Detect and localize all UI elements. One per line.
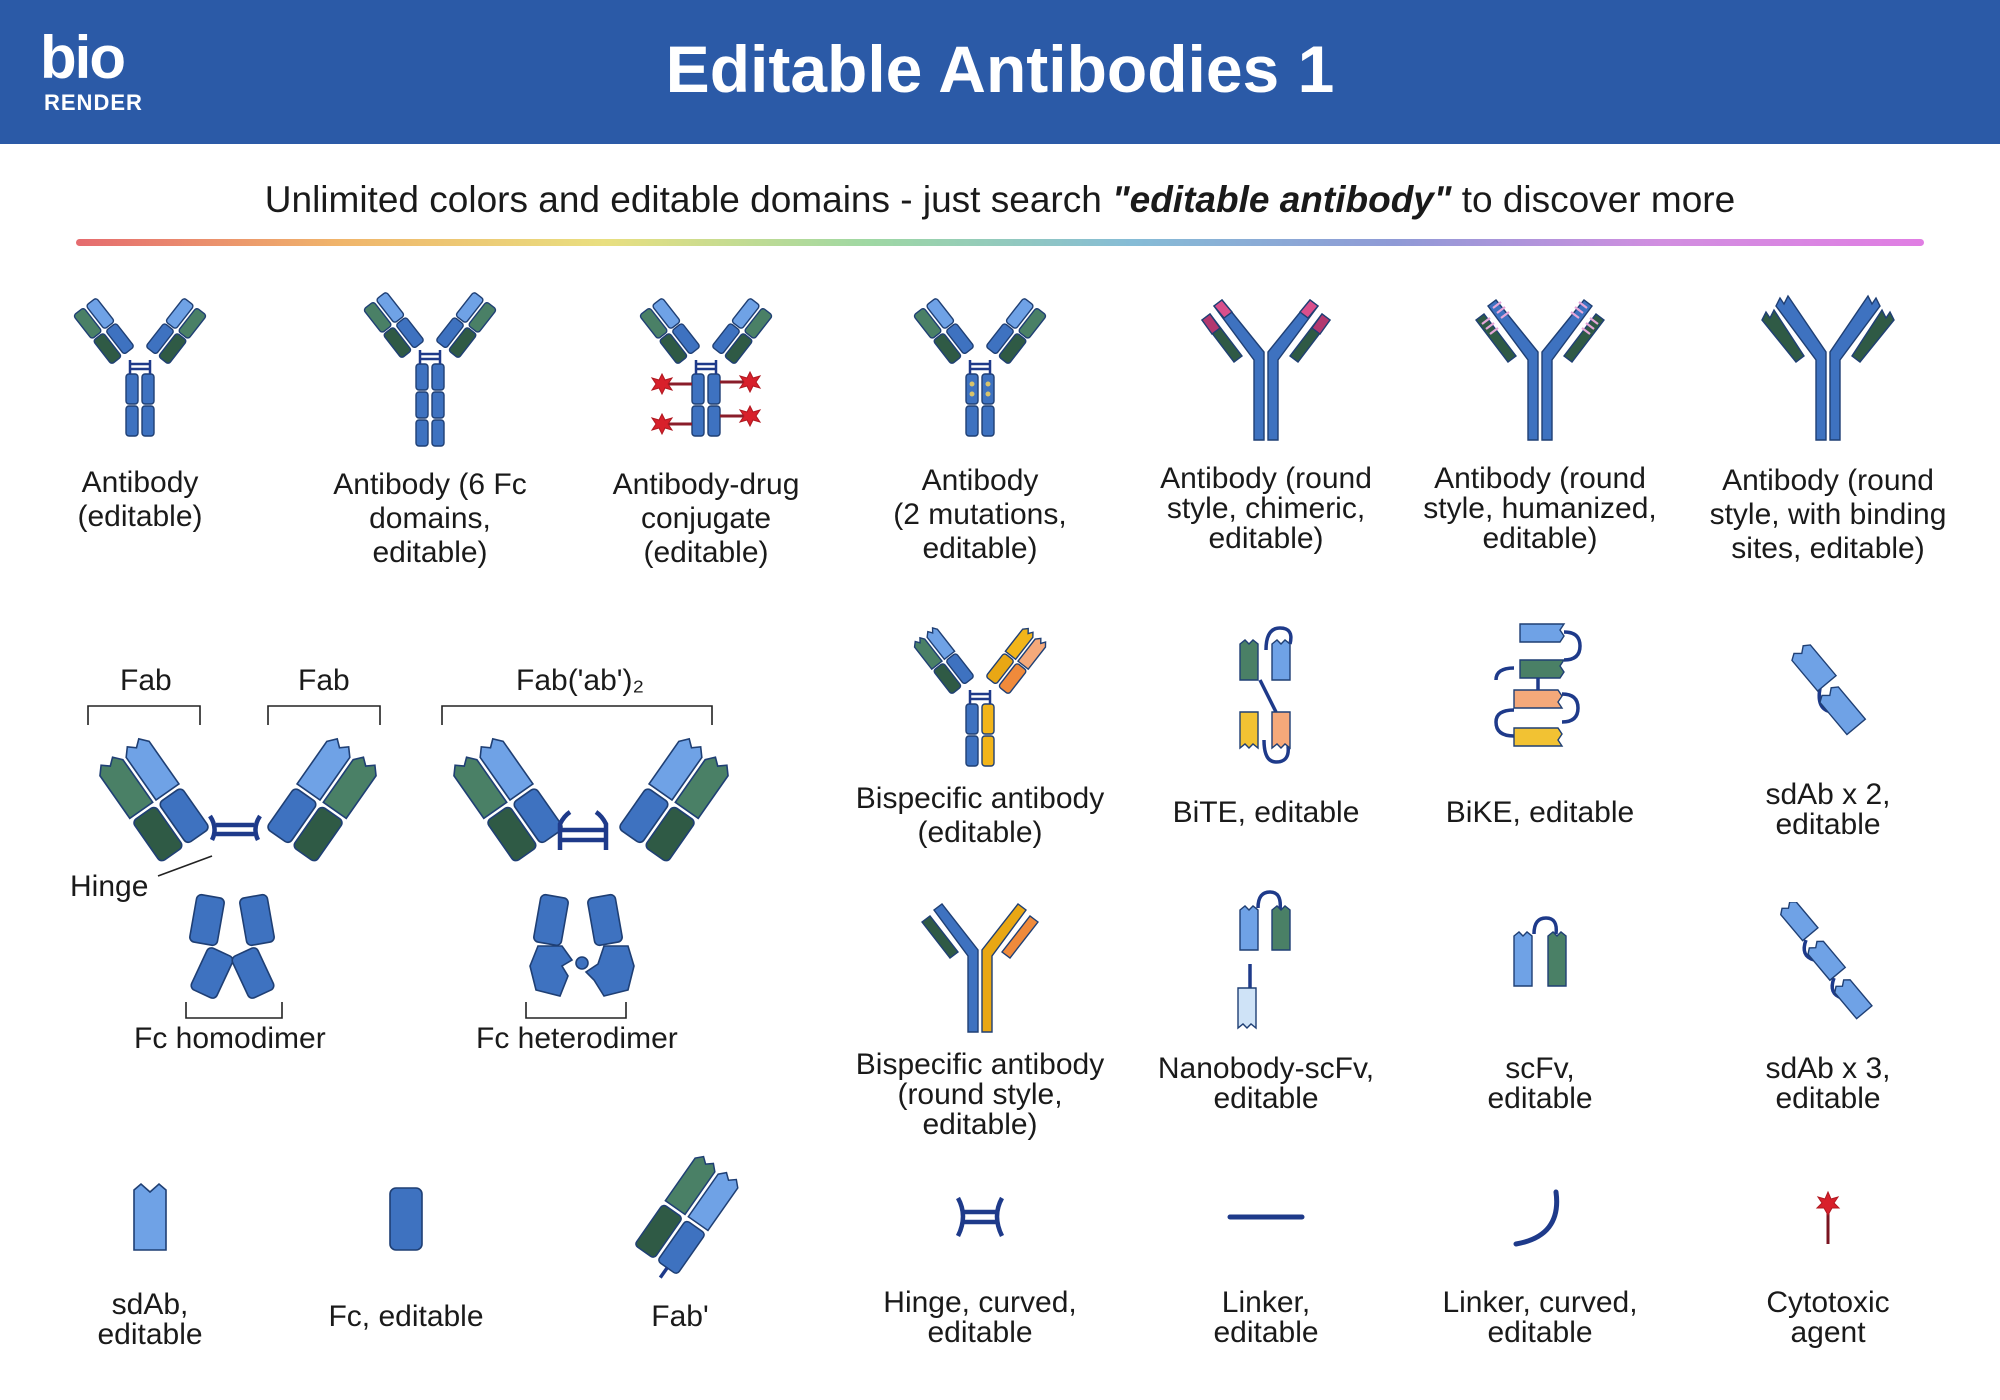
bispecific-antibody-icon xyxy=(913,627,1047,767)
scfv-label: scFv,editable xyxy=(1487,1052,1593,1115)
subtitle-prefix: Unlimited colors and editable domains - … xyxy=(264,179,1113,220)
subtitle: Unlimited colors and editable domains - … xyxy=(0,172,2000,228)
sdab2-label: sdAb x 2,editable xyxy=(1765,778,1891,841)
mutations-label: Antibody(2 mutations,editable) xyxy=(893,464,1067,565)
fc-icon xyxy=(389,1187,423,1251)
bite-label: BiTE, editable xyxy=(1172,796,1360,829)
antibody-6fc-icon xyxy=(363,292,497,447)
fc-label: Fc, editable xyxy=(328,1300,484,1333)
antibody-binding-sites-icon xyxy=(1761,294,1895,441)
logo-subword: RENDER xyxy=(44,90,143,115)
subtitle-search-term: "editable antibody" xyxy=(1112,179,1452,220)
nanobody-scfv-label: Nanobody-scFv,editable xyxy=(1157,1052,1375,1115)
fc-heterodimer-label: Fc heterodimer xyxy=(476,1022,678,1055)
fab-right-label: Fab xyxy=(298,664,350,697)
antibody-icon xyxy=(73,298,207,437)
sdab-icon xyxy=(133,1182,167,1251)
linker-curved-icon xyxy=(1513,1189,1560,1247)
linker-icon xyxy=(1227,1214,1305,1220)
antibody-drug-conjugate-icon xyxy=(639,298,773,437)
rainbow-divider xyxy=(76,239,1924,246)
page-title: Editable Antibodies 1 xyxy=(665,32,1335,106)
fab-ab2-label: Fab('ab')₂ xyxy=(516,664,645,697)
fab-prime-icon xyxy=(635,1155,739,1279)
fc-homodimer-label: Fc homodimer xyxy=(134,1022,326,1055)
sdab-x3-icon xyxy=(1780,902,1873,1020)
bike-label: BiKE, editable xyxy=(1445,796,1635,829)
subtitle-suffix: to discover more xyxy=(1451,179,1736,220)
fab-prime-label: Fab' xyxy=(651,1300,709,1333)
antibody-humanized-icon xyxy=(1475,299,1605,441)
linker-curved-label: Linker, curved,editable xyxy=(1442,1286,1638,1349)
scfv-icon xyxy=(1513,916,1567,987)
antibody-chimeric-icon xyxy=(1201,299,1331,441)
schematic-drawing xyxy=(87,705,729,1019)
sdab3-label: sdAb x 3,editable xyxy=(1765,1052,1891,1115)
bispecific-label: Bispecific antibody(editable) xyxy=(855,782,1105,849)
antibody-label: Antibody(editable) xyxy=(77,466,203,533)
sdab-x2-icon xyxy=(1791,644,1867,736)
hinge-curved-label: Hinge, curved,editable xyxy=(883,1286,1077,1349)
bispecific-round-label: Bispecific antibody(round style,editable… xyxy=(855,1048,1105,1141)
linker-label: Linker,editable xyxy=(1213,1286,1319,1349)
biorender-logo[interactable]: bio RENDER xyxy=(40,26,150,116)
logo-word: bio xyxy=(40,24,126,91)
cytotoxic-agent-icon xyxy=(1815,1190,1841,1244)
fab-left-label: Fab xyxy=(120,664,172,697)
hinge-label: Hinge xyxy=(70,870,149,903)
bispecific-round-icon xyxy=(921,903,1039,1033)
sdab-label: sdAb,editable xyxy=(97,1288,203,1351)
antibody-mutations-icon xyxy=(913,298,1047,437)
nanobody-scfv-icon xyxy=(1237,890,1291,1030)
hinge-curved-icon xyxy=(955,1196,1005,1238)
header-bar: bio RENDER Editable Antibodies 1 xyxy=(0,0,2000,144)
bike-icon xyxy=(1494,623,1582,747)
fab-fc-schematic xyxy=(60,640,740,1080)
bite-icon xyxy=(1239,626,1293,764)
